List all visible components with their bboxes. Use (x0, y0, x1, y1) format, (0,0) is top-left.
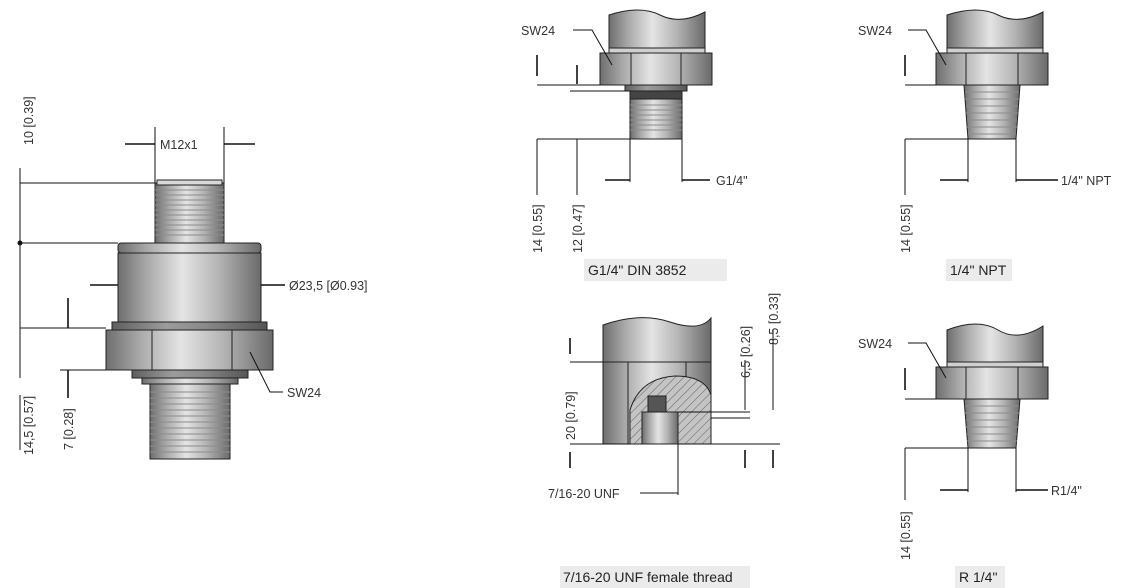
main-diameter-label: Ø23,5 [Ø0.93] (289, 279, 368, 293)
main-dim-total: 14,5 [0.57] (22, 396, 36, 455)
unf-view: 20 [0.79] 6,5 [0.26] 8,5 [0.33] 7/16-20 … (548, 293, 781, 588)
main-thread-label: M12x1 (160, 138, 198, 152)
main-view: M12x1 Ø23,5 [Ø0.93] SW24 10 [0.39] 14,5 … (17, 96, 368, 460)
g14-wrench-label: SW24 (521, 24, 555, 38)
r14-caption: R 1/4" (959, 569, 997, 585)
connector-thread-body (154, 182, 225, 244)
g14-caption: G1/4" DIN 3852 (588, 262, 687, 278)
r14-thread-label: R1/4" (1051, 484, 1082, 498)
r14-view: SW24 R1/4" 14 [0.55] R 1/4" (858, 323, 1082, 588)
g14-dim-inner: 12 [0.47] (571, 204, 585, 253)
main-dim-top: 10 [0.39] (22, 96, 36, 145)
r14-dim: 14 [0.55] (899, 511, 913, 560)
npt-wrench-label: SW24 (858, 24, 892, 38)
g14-view: SW24 G1/4" 14 [0.55] 12 [0.47] G1/4" DIN… (521, 9, 748, 281)
connector-thread-lines (155, 189, 224, 236)
unf-caption: 7/16-20 UNF female thread (563, 569, 733, 585)
g14-dim-outer: 14 [0.55] (531, 204, 545, 253)
main-dim-hex: 7 [0.28] (62, 408, 76, 450)
g14-thread-label: G1/4" (716, 174, 748, 188)
unf-dim-b: 8,5 [0.33] (767, 293, 781, 345)
unf-thread-label: 7/16-20 UNF (548, 487, 620, 501)
npt-thread-label: 1/4" NPT (1061, 174, 1112, 188)
r14-hex (935, 366, 1049, 400)
npt-thread (963, 84, 1021, 140)
npt-caption: 1/4" NPT (950, 262, 1007, 278)
main-body (117, 252, 262, 329)
body-collar (117, 242, 262, 254)
unf-dim-a: 6,5 [0.26] (739, 326, 753, 378)
r14-wrench-label: SW24 (858, 337, 892, 351)
main-wrench-label: SW24 (287, 386, 321, 400)
hex-nut (105, 329, 274, 371)
npt-view: SW24 1/4" NPT 14 [0.55] 1/4" NPT (858, 9, 1112, 281)
g14-hex (599, 52, 713, 86)
npt-hex (935, 52, 1049, 86)
g14-thread (629, 98, 683, 140)
npt-dim: 14 [0.55] (899, 204, 913, 253)
unf-dim-hex: 20 [0.79] (564, 391, 578, 440)
